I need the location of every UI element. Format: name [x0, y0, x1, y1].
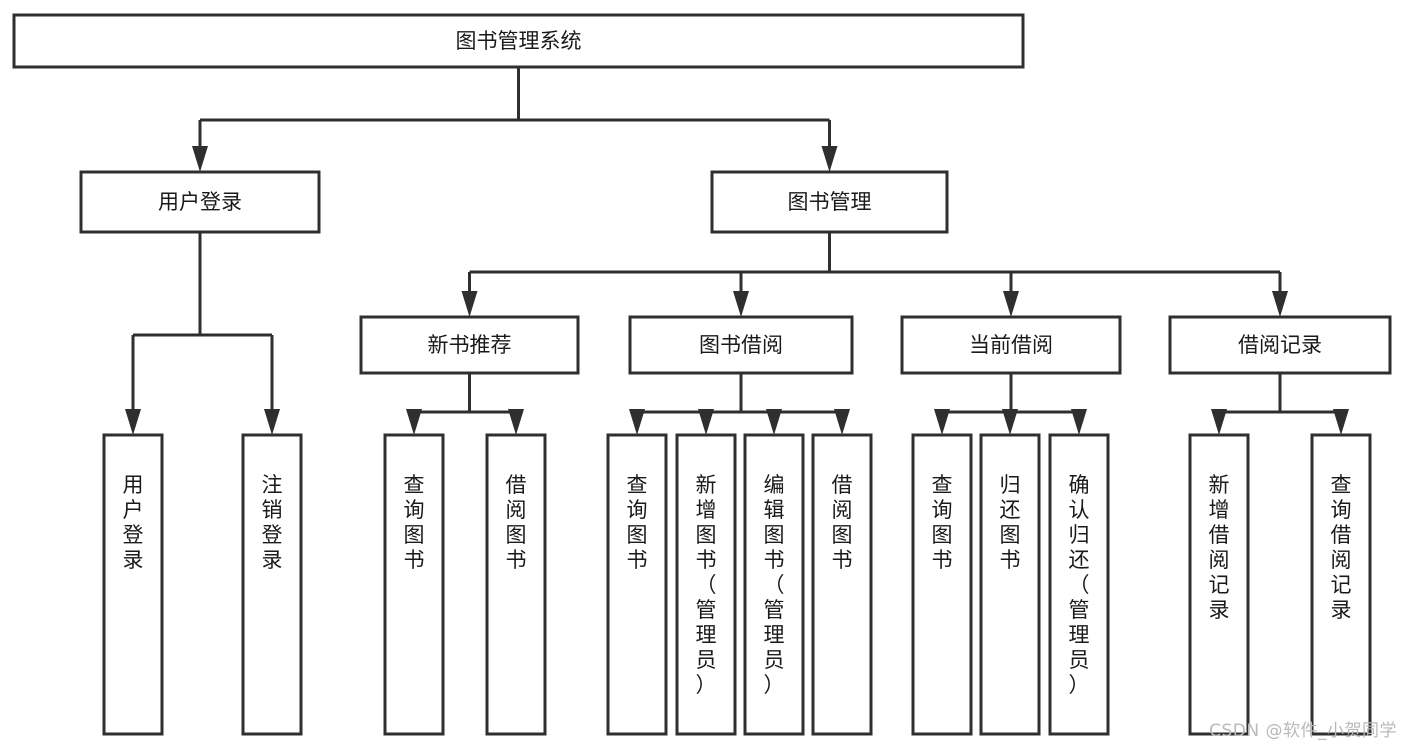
node-label: 用户登录: [158, 190, 242, 214]
node-rect: [900, 315, 1122, 375]
node-rect: [1188, 433, 1250, 736]
node-leaf-确认归还管理员[interactable]: 确认归还（管理员）: [1048, 433, 1110, 736]
node-level2-借阅记录[interactable]: 借阅记录: [1168, 315, 1392, 375]
node-leaf-查询图书[interactable]: 查询图书: [606, 433, 668, 736]
node-label: 图书管理系统: [456, 29, 582, 53]
node-label: 图书管理: [788, 190, 872, 214]
node-label: 用户登录: [123, 473, 144, 572]
node-level1-图书管理[interactable]: 图书管理: [710, 170, 949, 234]
node-rect: [1310, 433, 1372, 736]
node-level2-当前借阅[interactable]: 当前借阅: [900, 315, 1122, 375]
node-label: 编辑图书（管理员）: [764, 473, 785, 697]
node-label: 归还图书: [1000, 473, 1021, 572]
arrow-head-icon: [698, 409, 714, 435]
node-rect: [1048, 433, 1110, 736]
node-rect: [710, 170, 949, 234]
arrow-head-icon: [264, 409, 280, 435]
arrow-head-icon: [461, 291, 478, 317]
arrow-head-icon: [192, 146, 208, 172]
node-label: 新书推荐: [428, 333, 512, 357]
arrow-head-icon: [934, 409, 950, 435]
arrow-head-icon: [733, 291, 749, 317]
node-rect: [383, 433, 445, 736]
node-leaf-新增图书管理员[interactable]: 新增图书（管理员）: [675, 433, 737, 736]
node-leaf-归还图书[interactable]: 归还图书: [979, 433, 1041, 736]
node-rect: [628, 315, 854, 375]
node-label: 查询图书: [627, 473, 648, 572]
node-rect: [675, 433, 737, 736]
arrow-head-icon: [1333, 409, 1349, 435]
node-label: 查询借阅记录: [1331, 473, 1352, 622]
node-rect: [606, 433, 668, 736]
node-label: 当前借阅: [969, 333, 1053, 357]
node-leaf-查询图书[interactable]: 查询图书: [911, 433, 973, 736]
node-leaf-借阅图书[interactable]: 借阅图书: [485, 433, 547, 736]
node-label: 借阅图书: [832, 473, 853, 572]
node-label: 新增图书（管理员）: [696, 473, 717, 697]
node-label: 查询图书: [404, 473, 425, 572]
arrow-head-icon: [1211, 409, 1227, 435]
arrow-head-icon: [821, 146, 838, 172]
node-level1-用户登录[interactable]: 用户登录: [79, 170, 321, 234]
node-rect: [79, 170, 321, 234]
node-leaf-新增借阅记录[interactable]: 新增借阅记录: [1188, 433, 1250, 736]
node-leaf-查询借阅记录[interactable]: 查询借阅记录: [1310, 433, 1372, 736]
arrow-head-icon: [629, 409, 645, 435]
node-rect: [12, 13, 1025, 69]
node-label: 注销登录: [262, 473, 283, 572]
connector-layer: [125, 67, 1349, 435]
node-label: 新增借阅记录: [1209, 473, 1230, 622]
node-leaf-注销登录[interactable]: 注销登录: [241, 433, 303, 736]
arrow-head-icon: [125, 409, 141, 435]
arrow-head-icon: [834, 409, 850, 435]
node-label: 确认归还（管理员）: [1069, 473, 1090, 697]
arrow-head-icon: [508, 409, 524, 435]
arrow-head-icon: [406, 409, 422, 435]
node-level2-新书推荐[interactable]: 新书推荐: [359, 315, 580, 375]
node-leaf-查询图书[interactable]: 查询图书: [383, 433, 445, 736]
arrow-head-icon: [1002, 409, 1018, 435]
node-rect: [485, 433, 547, 736]
node-rect: [359, 315, 580, 375]
arrow-head-icon: [766, 409, 782, 435]
node-rect: [979, 433, 1041, 736]
node-rect: [743, 433, 805, 736]
node-rect: [241, 433, 303, 736]
node-label: 查询图书: [932, 473, 953, 572]
node-rect: [811, 433, 873, 736]
arrow-head-icon: [1272, 291, 1288, 317]
node-leaf-借阅图书[interactable]: 借阅图书: [811, 433, 873, 736]
node-leaf-编辑图书管理员[interactable]: 编辑图书（管理员）: [743, 433, 805, 736]
node-rect: [1168, 315, 1392, 375]
node-rect: [911, 433, 973, 736]
node-label: 借阅图书: [506, 473, 527, 572]
node-level2-图书借阅[interactable]: 图书借阅: [628, 315, 854, 375]
arrow-head-icon: [1003, 291, 1019, 317]
node-root-图书管理系统[interactable]: 图书管理系统: [12, 13, 1025, 69]
node-label: 借阅记录: [1238, 333, 1322, 357]
node-layer: 图书管理系统用户登录图书管理新书推荐图书借阅当前借阅借阅记录用户登录注销登录查询…: [12, 13, 1392, 736]
node-rect: [102, 433, 164, 736]
arrow-head-icon: [1071, 409, 1087, 435]
node-label: 图书借阅: [699, 333, 783, 357]
node-leaf-用户登录[interactable]: 用户登录: [102, 433, 164, 736]
